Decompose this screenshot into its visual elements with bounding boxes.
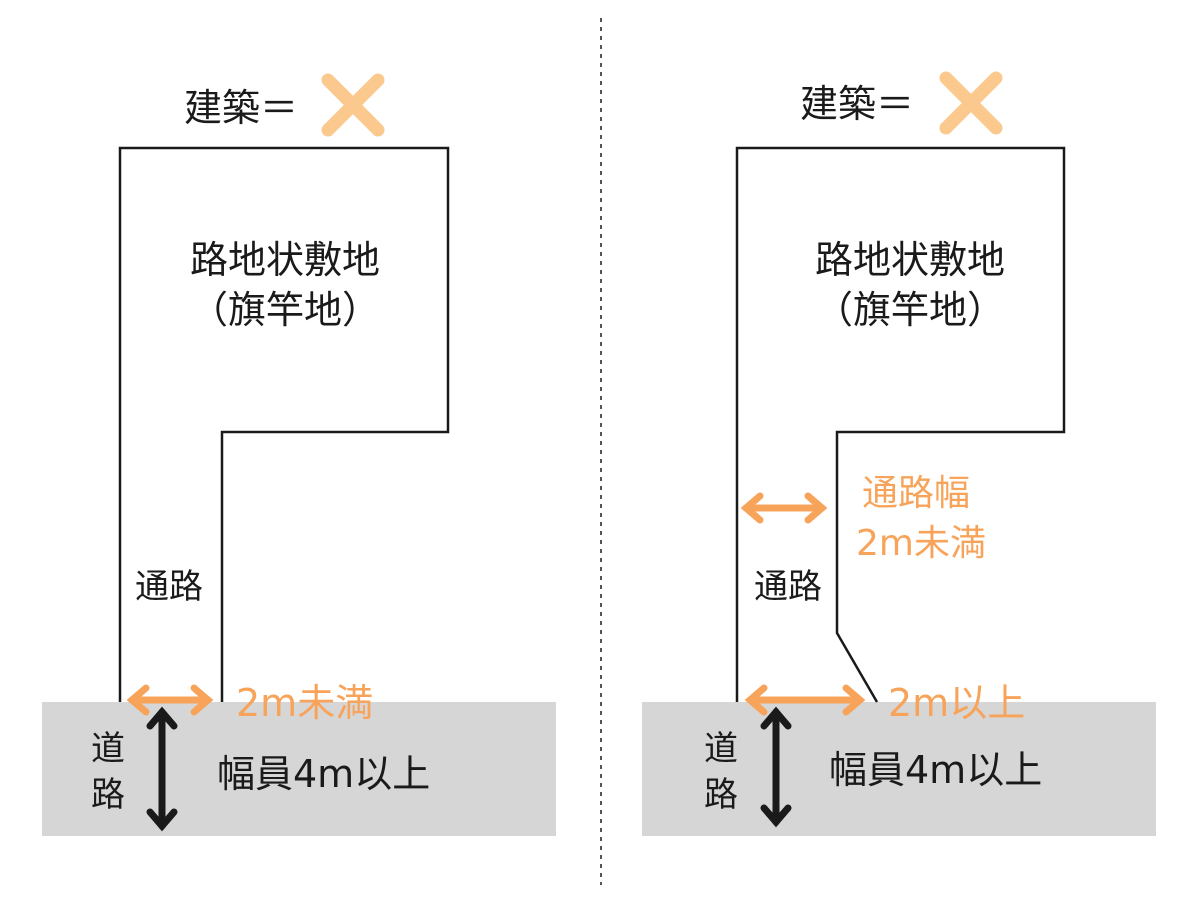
road-label-bottom: 路 <box>91 775 125 815</box>
flag-lot-outline <box>735 146 1066 703</box>
road-label-top: 道 <box>91 729 125 769</box>
verdict-label: 建築＝ <box>184 86 298 130</box>
road-width-label: 幅員4m以上 <box>829 748 1042 792</box>
flag-lot-outline <box>118 146 450 702</box>
cross-icon <box>321 73 385 137</box>
lot-sublabel: （旗竿地） <box>190 288 380 332</box>
double-arrow-horizontal-icon <box>744 684 866 716</box>
cross-icon <box>939 71 1003 135</box>
passage-label: 通路 <box>135 567 203 607</box>
double-arrow-horizontal-icon <box>740 492 828 524</box>
double-arrow-vertical-icon <box>146 706 178 832</box>
verdict-label: 建築＝ <box>800 82 914 126</box>
passage-label: 通路 <box>754 567 822 607</box>
passage-width-label: 2m未満 <box>236 681 373 725</box>
road-area <box>42 702 556 836</box>
panel-right: 建築＝ 路地状敷地 （旗竿地） 通路幅 2m未満 通路 2m以上 道 路 幅員4… <box>642 71 1156 836</box>
lot-label: 路地状敷地 <box>815 238 1005 282</box>
double-arrow-vertical-icon <box>760 706 792 828</box>
passage-width-value: 2m未満 <box>856 523 986 564</box>
double-arrow-horizontal-icon <box>126 684 214 716</box>
road-width-label: 幅員4m以上 <box>217 752 430 796</box>
road-area <box>642 702 1156 836</box>
road-label-bottom: 路 <box>704 775 738 815</box>
frontage-width-label: 2m以上 <box>888 681 1025 725</box>
road-label-top: 道 <box>704 729 738 769</box>
lot-sublabel: （旗竿地） <box>815 288 1005 332</box>
lot-label: 路地状敷地 <box>190 238 380 282</box>
panel-left: 建築＝ 路地状敷地 （旗竿地） 通路 2m未満 道 路 幅員4m以上 <box>42 73 556 836</box>
passage-width-title: 通路幅 <box>862 473 970 514</box>
